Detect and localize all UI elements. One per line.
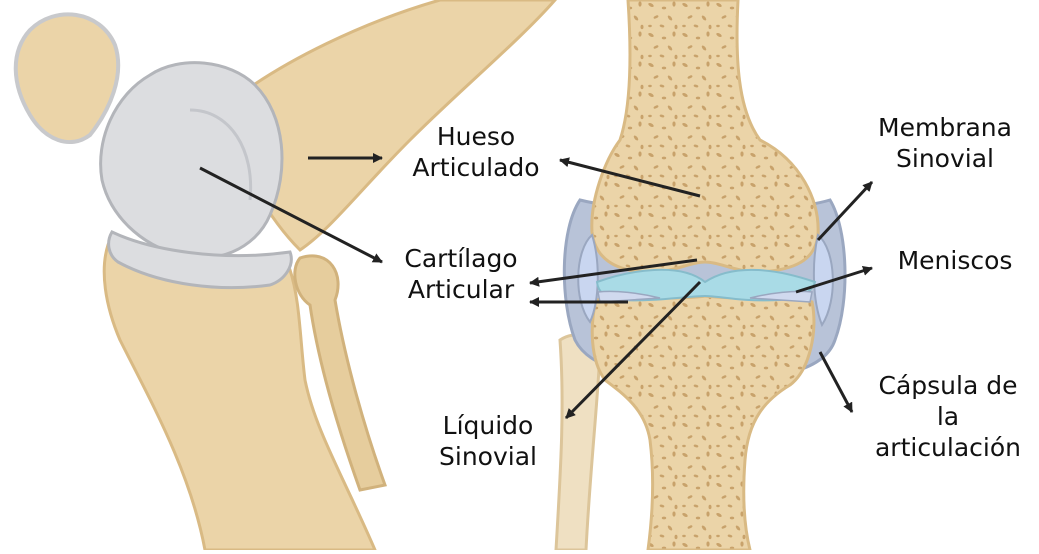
label-cartilago-articular: Cartílago Articular — [388, 243, 534, 305]
label-meniscos: Meniscos — [880, 245, 1030, 276]
frontal-knee — [556, 0, 845, 550]
femoral-cartilage — [101, 63, 282, 258]
label-capsula: Cápsula de la articulación — [862, 370, 1034, 463]
femur-right — [592, 0, 818, 272]
arrow-capsula — [820, 352, 852, 412]
label-hueso-articulado: Hueso Articulado — [396, 121, 556, 183]
label-membrana-sinovial: Membrana Sinovial — [870, 112, 1020, 174]
fibula-right — [556, 335, 600, 550]
tibia-right — [592, 296, 814, 550]
patella — [16, 14, 118, 142]
label-liquido-sinovial: Líquido Sinovial — [426, 410, 550, 472]
